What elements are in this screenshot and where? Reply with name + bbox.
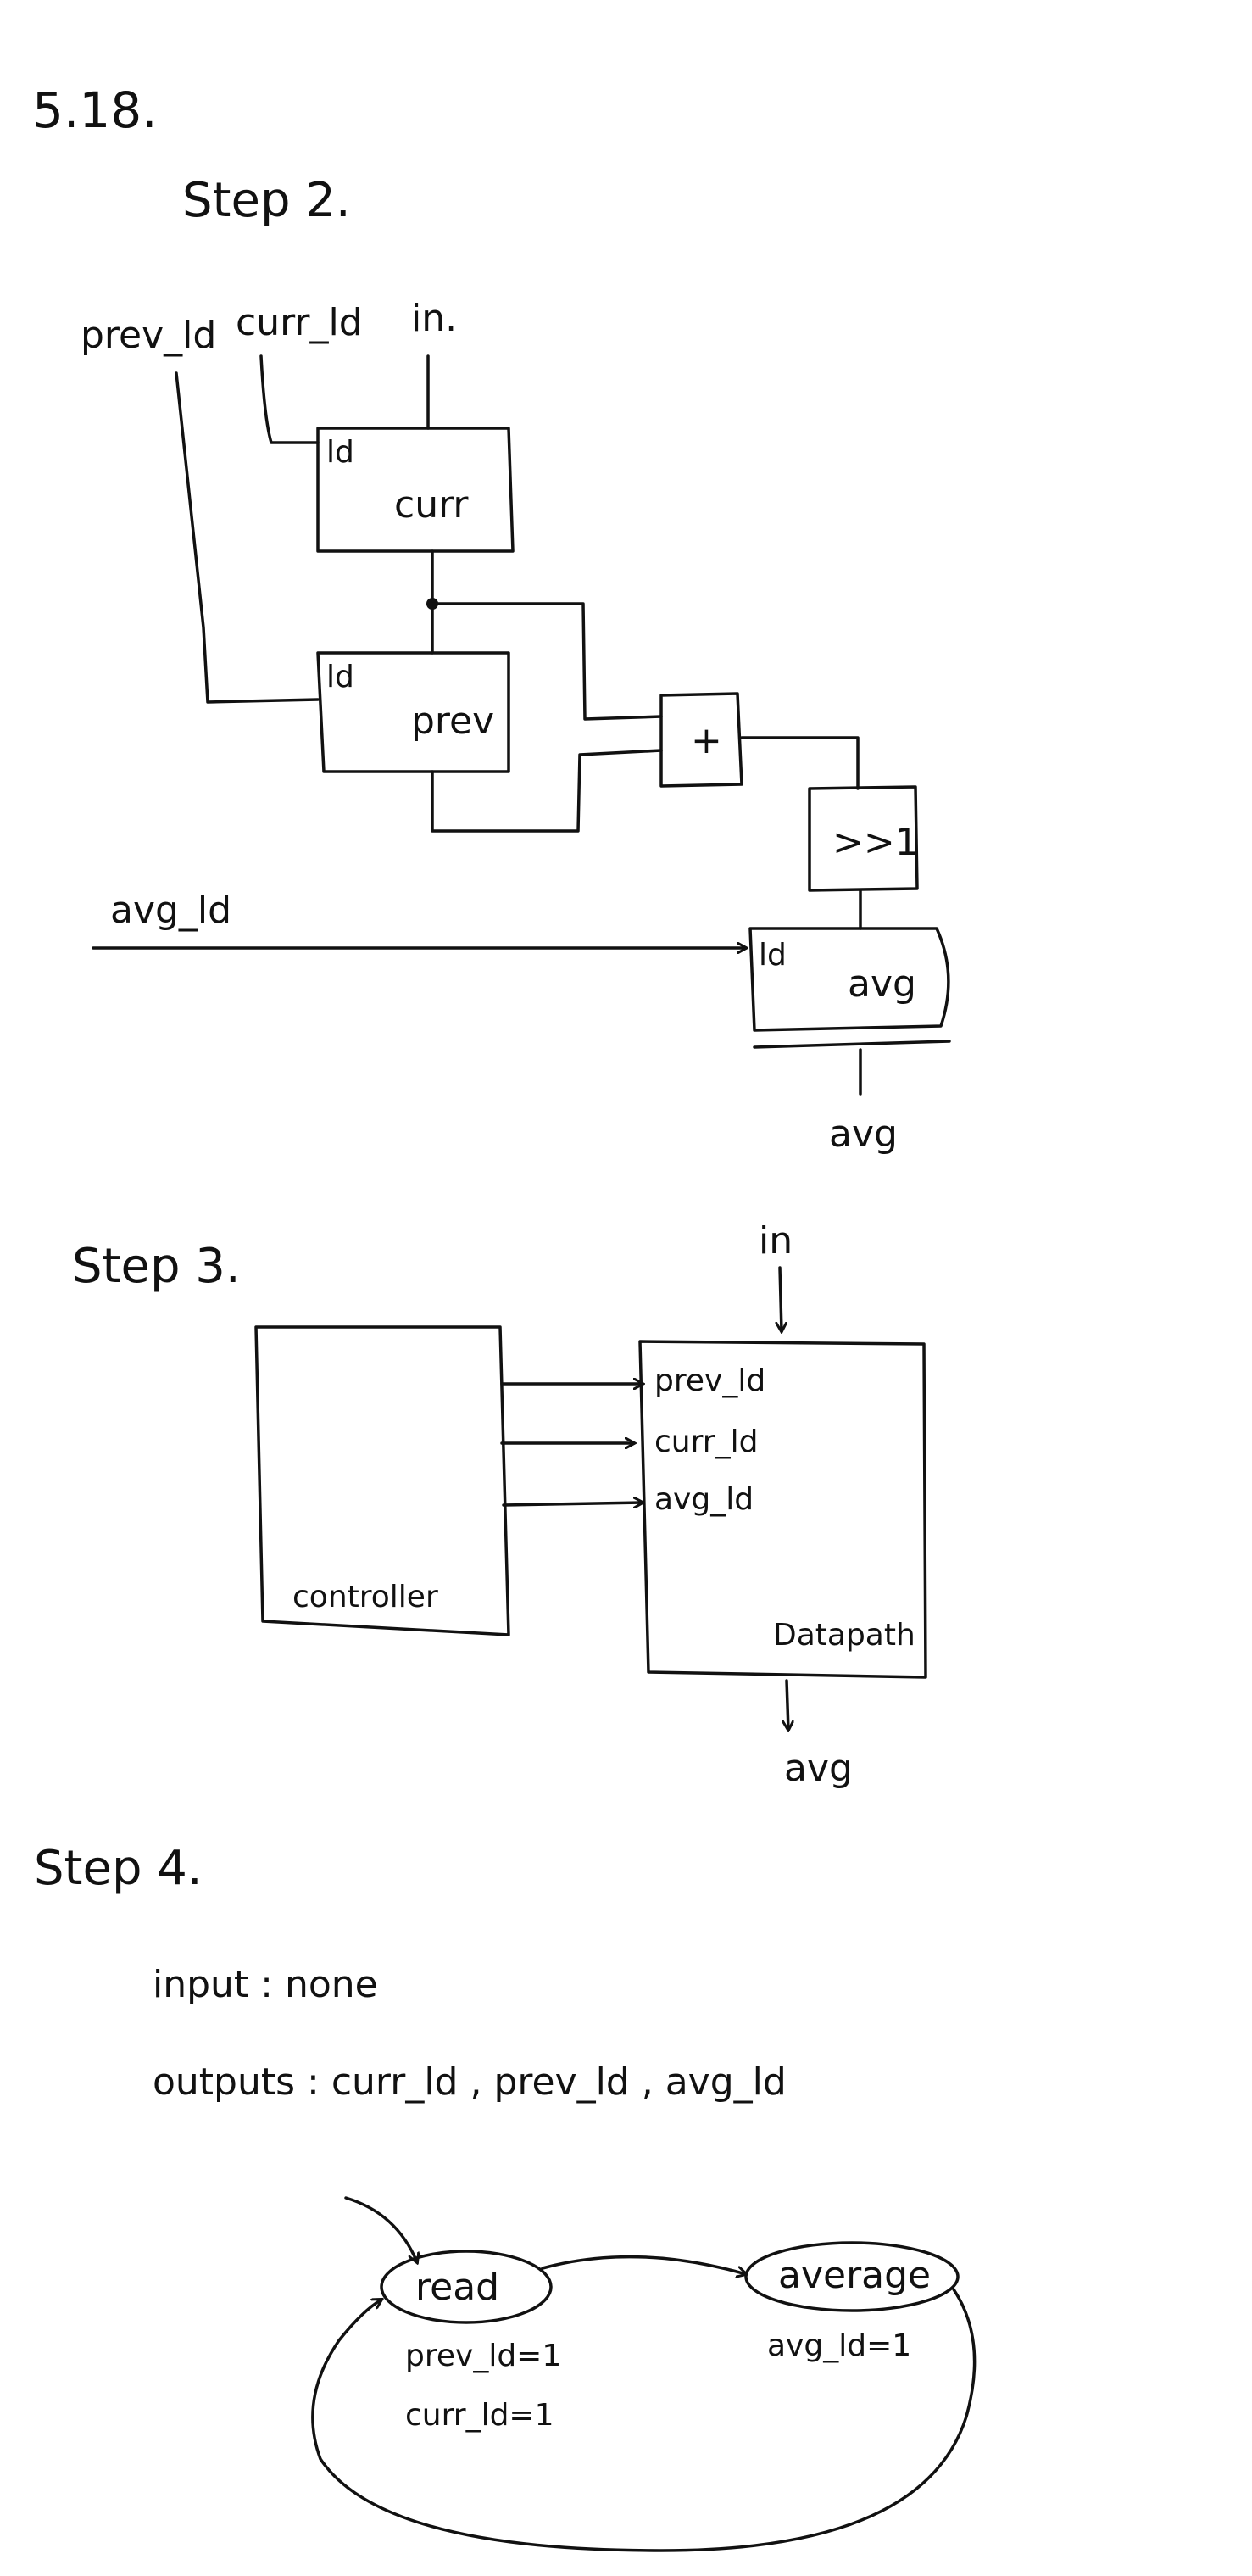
- prev-to-adder-wire: [431, 749, 663, 833]
- adder-block: +: [659, 692, 743, 788]
- datapath-in-arrow: [780, 1266, 782, 1331]
- avg-ld-input-label: avg_ld: [110, 889, 231, 932]
- state-average-action: avg_ld=1: [767, 2328, 911, 2363]
- step2-heading: Step 2.: [182, 173, 351, 228]
- controller-label: controller: [292, 1580, 438, 1614]
- avg-register: ld avg: [748, 927, 951, 1049]
- curr-to-adder-wire: [431, 602, 663, 721]
- curr-load-label: ld: [326, 435, 354, 470]
- step4-heading: Step 4.: [34, 1841, 203, 1896]
- datapath-out-arrow: [787, 1679, 788, 1730]
- prev-load-label: ld: [326, 660, 354, 694]
- problem-number: 5.18.: [32, 81, 158, 139]
- step3-section: Step 3. in controller Datapath prev_ld c…: [72, 1219, 927, 1790]
- signal-label: prev_ld: [654, 1363, 765, 1398]
- prev-ld-input-label: prev_ld: [81, 314, 216, 357]
- controller-block: controller: [254, 1325, 510, 1636]
- adder-to-shifter-wire: [740, 736, 860, 790]
- datapath-block: Datapath: [638, 1340, 927, 1679]
- state-average-label: average: [778, 2254, 931, 2297]
- read-to-average-transition: [541, 2255, 746, 2274]
- fsm-inputs-line: input : none: [153, 1963, 378, 2006]
- avg-load-label: ld: [759, 938, 787, 973]
- state-read-action: prev_ld=1: [405, 2339, 561, 2373]
- datapath-label: Datapath: [773, 1618, 915, 1653]
- adder-symbol: +: [691, 719, 722, 762]
- step4-section: Step 4. input : none outputs : curr_ld ,…: [34, 1841, 977, 2552]
- curr-register-label: curr: [394, 483, 469, 527]
- prev-register-label: prev: [411, 700, 494, 743]
- state-average: average: [744, 2241, 960, 2312]
- signal-label: avg_ld: [654, 1482, 754, 1517]
- datapath-out-label: avg: [784, 1747, 853, 1790]
- signal-label: curr_ld: [654, 1425, 758, 1459]
- avg-output-label: avg: [829, 1112, 898, 1156]
- avg-register-label: avg: [848, 962, 916, 1006]
- prev-ld-wire: [175, 371, 320, 704]
- datapath-in-label: in: [759, 1219, 793, 1263]
- shift-right-label: >>1: [832, 821, 919, 864]
- avg-ld-signal-arrow: [502, 1503, 643, 1505]
- step2-section: Step 2. prev_ld curr_ld in. ld curr ld p…: [81, 173, 951, 1156]
- average-to-read-transition: [311, 2288, 977, 2552]
- fsm-outputs-line: outputs : curr_ld , prev_ld , avg_ld: [153, 2060, 787, 2104]
- in-input-label: in.: [411, 297, 457, 340]
- state-read-action: curr_ld=1: [405, 2398, 554, 2433]
- state-read-label: read: [415, 2266, 499, 2309]
- curr-ld-input-label: curr_ld: [236, 301, 363, 344]
- initial-state-arrow: [344, 2196, 417, 2262]
- prev-register: ld prev: [316, 651, 510, 773]
- state-read: read: [380, 2250, 553, 2324]
- step3-heading: Step 3.: [72, 1239, 241, 1294]
- curr-ld-wire: [259, 354, 320, 444]
- curr-register: ld curr: [316, 427, 515, 553]
- shift-right-block: >>1: [808, 785, 919, 892]
